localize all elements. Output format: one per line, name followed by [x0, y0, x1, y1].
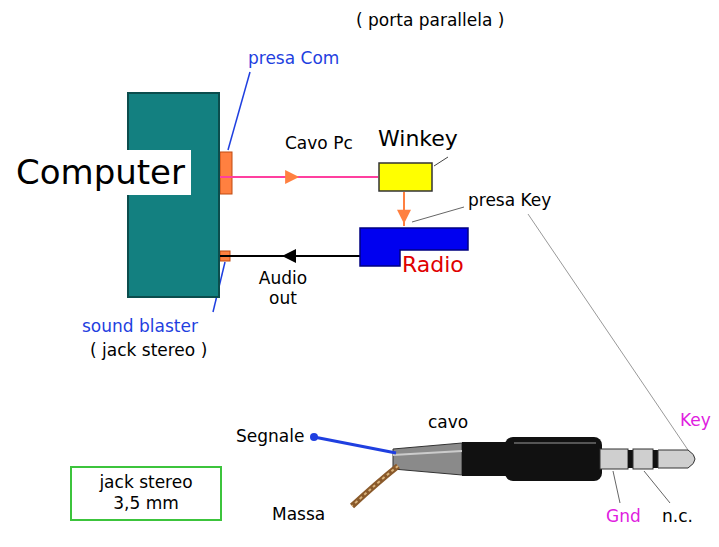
arrowhead — [282, 249, 296, 263]
computer-box: Computer — [8, 92, 220, 298]
winkey-box — [379, 163, 432, 191]
connector — [397, 192, 411, 226]
leader-line — [434, 157, 448, 166]
plug-highlight — [514, 442, 596, 444]
leader-line — [228, 72, 250, 150]
note-text: jack stereo 3,5 mm — [86, 472, 206, 515]
ground-braid-texture — [352, 466, 398, 506]
connector — [220, 170, 378, 184]
plug-ring — [633, 449, 653, 469]
plug-sleeve — [600, 449, 628, 469]
port-note: ( porta parallela ) — [356, 10, 504, 30]
contact-label: Key — [680, 410, 711, 430]
arrowhead — [397, 210, 411, 224]
ground-braid — [352, 466, 398, 506]
plug-tip — [658, 450, 695, 468]
radio-box: Radio — [360, 226, 480, 284]
leader-line — [412, 207, 464, 222]
plug-insulator — [628, 450, 633, 468]
port-label: presa Com — [248, 48, 339, 68]
port-label: presa Key — [468, 190, 551, 210]
leader-line — [613, 471, 620, 503]
node-title: Winkey — [378, 126, 458, 152]
wire-label: Massa — [272, 504, 325, 524]
node-title: Computer — [10, 150, 191, 195]
contact-label: n.c. — [662, 506, 693, 526]
edge-label: Cavo Pc — [283, 133, 355, 153]
leader-line — [528, 214, 688, 450]
part-label: cavo — [428, 412, 468, 432]
cable — [393, 443, 462, 475]
signal-wire — [314, 437, 396, 453]
interface-box: Winkey — [378, 126, 460, 192]
signal-wire-end — [310, 433, 318, 441]
node-title: Radio — [402, 252, 464, 278]
cable-stripe — [393, 451, 462, 455]
computer-box-outline — [8, 92, 220, 298]
arrowhead — [285, 170, 299, 184]
port-note: ( jack stereo ) — [90, 340, 207, 360]
wire-label: Segnale — [236, 426, 304, 446]
connector — [220, 249, 360, 263]
port-label: sound blaster — [82, 316, 198, 336]
leader-line — [644, 471, 670, 503]
plug-insulator — [653, 450, 658, 468]
computer-case — [128, 93, 219, 297]
com-port — [220, 152, 232, 194]
plug-strain-relief — [462, 442, 512, 476]
plug-handle — [505, 437, 602, 481]
edge-label: Audio out — [250, 268, 316, 309]
contact-label: Gnd — [606, 506, 641, 526]
note-box: jack stereo 3,5 mm — [70, 466, 222, 521]
